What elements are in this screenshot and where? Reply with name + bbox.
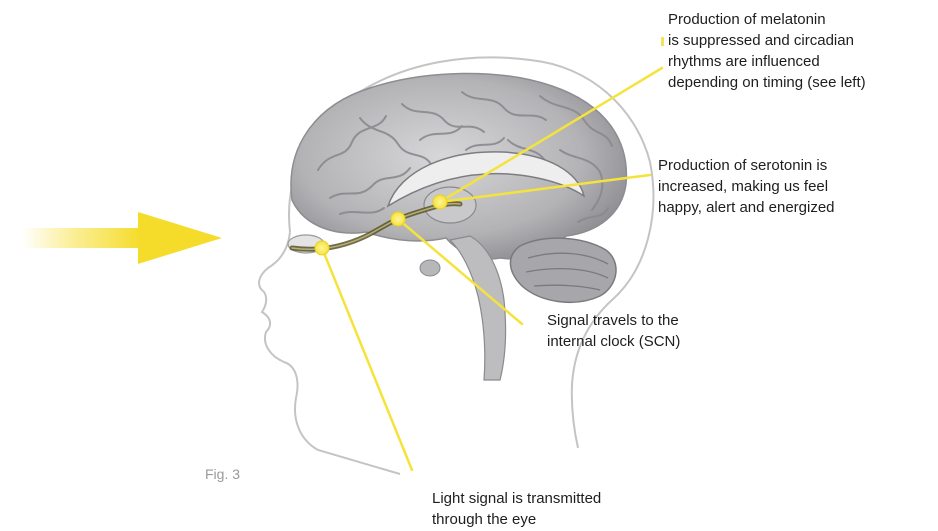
serotonin-label-line: Production of serotonin is [658, 155, 835, 176]
melatonin-label-line: depending on timing (see left) [668, 72, 866, 93]
melatonin-label-line: Production of melatonin [668, 9, 866, 30]
serotonin-label-line: happy, alert and energized [658, 197, 835, 218]
melatonin-label-line: is suppressed and circadian [668, 30, 866, 51]
leader-line-eye [322, 248, 412, 470]
melatonin-label-marker [661, 37, 664, 46]
figure-caption: Fig. 3 [205, 466, 240, 482]
eye-signal-label-line: Light signal is transmitted [432, 488, 601, 509]
scn-signal-label: Signal travels to the internal clock (SC… [547, 310, 680, 352]
pineal-marker-dot [433, 195, 447, 209]
eye-marker-dot [315, 241, 329, 255]
serotonin-label: Production of serotonin is increased, ma… [658, 155, 835, 218]
melatonin-label: Production of melatonin is suppressed an… [668, 9, 866, 93]
scn-signal-label-line: Signal travels to the [547, 310, 680, 331]
light-arrow [22, 212, 222, 264]
melatonin-label-line: rhythms are influenced [668, 51, 866, 72]
serotonin-label-line: increased, making us feel [658, 176, 835, 197]
scn-signal-label-line: internal clock (SCN) [547, 331, 680, 352]
eye-signal-label-line: through the eye [432, 509, 601, 530]
eye-signal-label: Light signal is transmitted through the … [432, 488, 601, 530]
scn-marker-dot [391, 212, 405, 226]
